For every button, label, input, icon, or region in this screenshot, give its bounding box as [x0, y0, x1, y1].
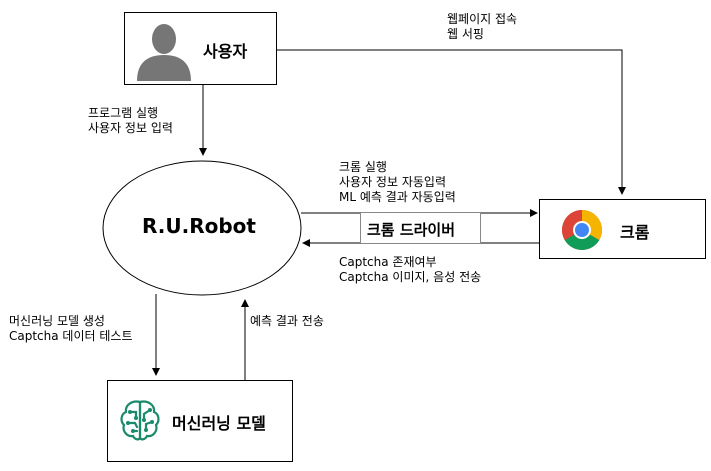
chrome-node: 크롬 [539, 199, 706, 259]
ml-label: 머신러닝 모델 [172, 414, 266, 433]
edge-label-chrome-to-robot: Captcha 존재여부 Captcha 이미지, 음성 전송 [339, 255, 482, 284]
edge-label-user-to-chrome: 웹페이지 접속 웹 서핑 [447, 12, 518, 41]
edge-label-ml-to-robot: 예측 결과 전송 [250, 314, 324, 328]
edge-label-user-to-robot: 프로그램 실행 사용자 정보 입력 [88, 106, 173, 135]
user-label: 사용자 [203, 42, 248, 61]
robot-label: R.U.Robot [142, 214, 256, 238]
ml-node: 머신러닝 모델 [107, 380, 293, 462]
edge-label-robot-to-chrome: 크롬 실행 사용자 정보 자동입력 ML 예측 결과 자동입력 [339, 160, 456, 204]
user-node: 사용자 [124, 12, 277, 85]
chrome-driver-node: 크롬 드라이버 [360, 212, 481, 244]
edge-label-robot-to-ml: 머신러닝 모델 생성 Captcha 데이터 테스트 [9, 314, 133, 343]
chrome-driver-label: 크롬 드라이버 [367, 221, 456, 239]
chrome-label: 크롬 [620, 223, 650, 242]
user-silhouette-icon [137, 24, 191, 81]
robot-ellipse [102, 160, 302, 296]
ml-brain-icon [120, 400, 160, 441]
chrome-logo-icon [562, 210, 602, 250]
edge-user-to-chrome [276, 49, 626, 195]
